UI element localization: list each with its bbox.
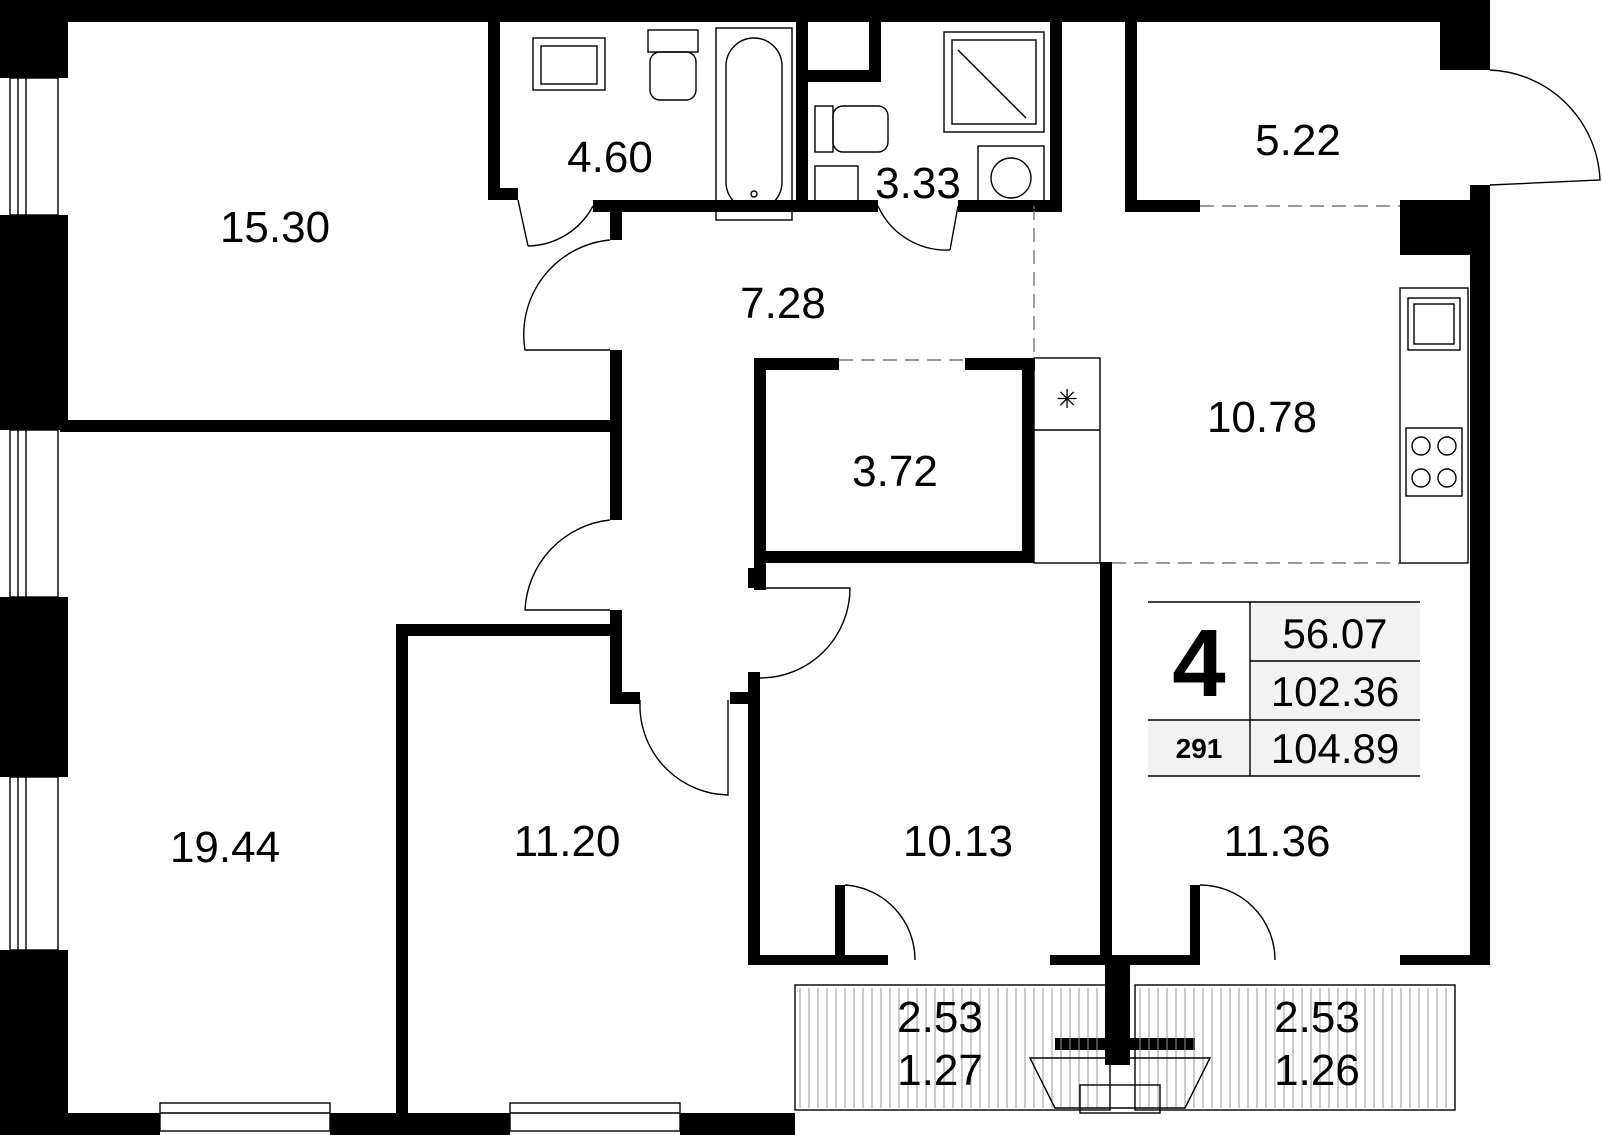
room-area-label: 11.20 [514,817,621,866]
doors [517,69,1601,961]
rooms-count: 4 [1172,610,1225,717]
sink-icon [532,37,606,91]
living-area: 56.07 [1282,610,1387,657]
balcony-area-label: 2.53 [1274,993,1360,1042]
outer-walls [0,0,1490,1135]
area-legend: 4 56.07 102.36 291 104.89 [1148,601,1420,777]
room-area-label: 19.44 [170,823,280,872]
balcony-coef-label: 1.27 [897,1046,983,1095]
shower-icon [943,31,1045,133]
toilet-icon [832,105,889,153]
bottom-windows [159,1102,681,1132]
room-area-label: 10.78 [1207,393,1317,442]
room-area-label: 4.60 [567,133,653,182]
total-area: 102.36 [1271,668,1399,715]
room-labels: 15.30 4.60 3.33 5.22 7.28 3.72 10.78 19.… [170,116,1360,1095]
refrigerator-icon: ✳ [1056,385,1078,415]
fixtures: ✳ [532,27,1469,564]
bathtub-icon [715,27,793,221]
washing-machine-icon [977,145,1045,211]
room-area-label: 11.36 [1224,817,1331,866]
room-area-label: 5.22 [1255,116,1341,165]
zone-dashed-lines [839,205,1400,564]
balcony-area-label: 2.53 [897,993,983,1042]
room-area-label: 7.28 [740,279,826,328]
room-area-label: 3.33 [875,159,961,208]
kitchen-sink-icon [1407,297,1461,351]
apartment-number: 291 [1176,733,1223,764]
room-area-label: 15.30 [220,203,330,252]
room-area-label: 10.13 [903,817,1013,866]
toilet-icon [649,51,697,101]
balconies [794,984,1456,1114]
balcony-coef-label: 1.26 [1274,1046,1360,1095]
room-area-label: 3.72 [852,447,938,496]
left-windows [9,77,59,951]
total-with-balcony: 104.89 [1271,725,1399,772]
kitchen-counter [1033,357,1101,564]
interior-walls [60,0,1485,1135]
stove-icon [1405,427,1463,497]
sink-icon [814,165,859,211]
